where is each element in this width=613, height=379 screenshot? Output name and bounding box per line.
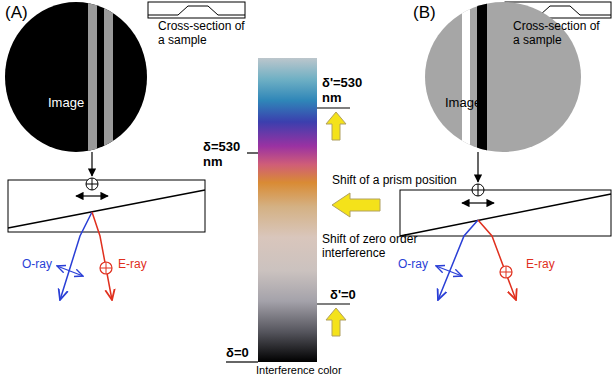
- ray-label: E-ray: [526, 258, 555, 272]
- prism-a: [8, 152, 205, 300]
- sample-stripe: [88, 2, 97, 152]
- image-field: [5, 2, 147, 152]
- image-ellipse: Image: [5, 2, 147, 152]
- shift-note: Shift of a prism position: [332, 174, 457, 188]
- interference-color-bar: [258, 58, 317, 362]
- ray-label: O-ray: [22, 258, 52, 272]
- image-label: Image: [48, 95, 84, 110]
- sample-stripe: [462, 2, 470, 152]
- retardation-label: δ'=530 nm: [322, 76, 366, 106]
- ray-label: O-ray: [398, 258, 428, 272]
- tick-mark: [317, 303, 350, 304]
- shift-arrow: [326, 112, 346, 140]
- tick-mark: [247, 152, 258, 153]
- panel-label: (A): [5, 3, 28, 23]
- cross-section-label: Cross-section of a sample: [513, 20, 608, 48]
- retardation-label: δ=0: [226, 346, 249, 361]
- ray-label: E-ray: [118, 258, 147, 272]
- cross-section-profile: [148, 2, 245, 18]
- shift-arrow: [332, 193, 380, 217]
- retardation-label: δ=530 nm: [203, 140, 247, 170]
- sample-stripe: [477, 2, 487, 152]
- retardation-label: δ'=0: [330, 288, 356, 303]
- tick-mark: [226, 361, 258, 362]
- sample-stripe: [104, 2, 113, 152]
- cross-section-label: Cross-section of a sample: [158, 20, 253, 48]
- shift-arrow: [326, 308, 346, 336]
- shift-note: Shift of zero order interference: [322, 233, 447, 261]
- image-label: Image: [445, 95, 481, 110]
- tick-mark: [317, 107, 350, 108]
- panel-label: (B): [413, 3, 436, 23]
- ellipse-outline: [5, 2, 147, 152]
- axis-title: Interference color: [256, 364, 342, 377]
